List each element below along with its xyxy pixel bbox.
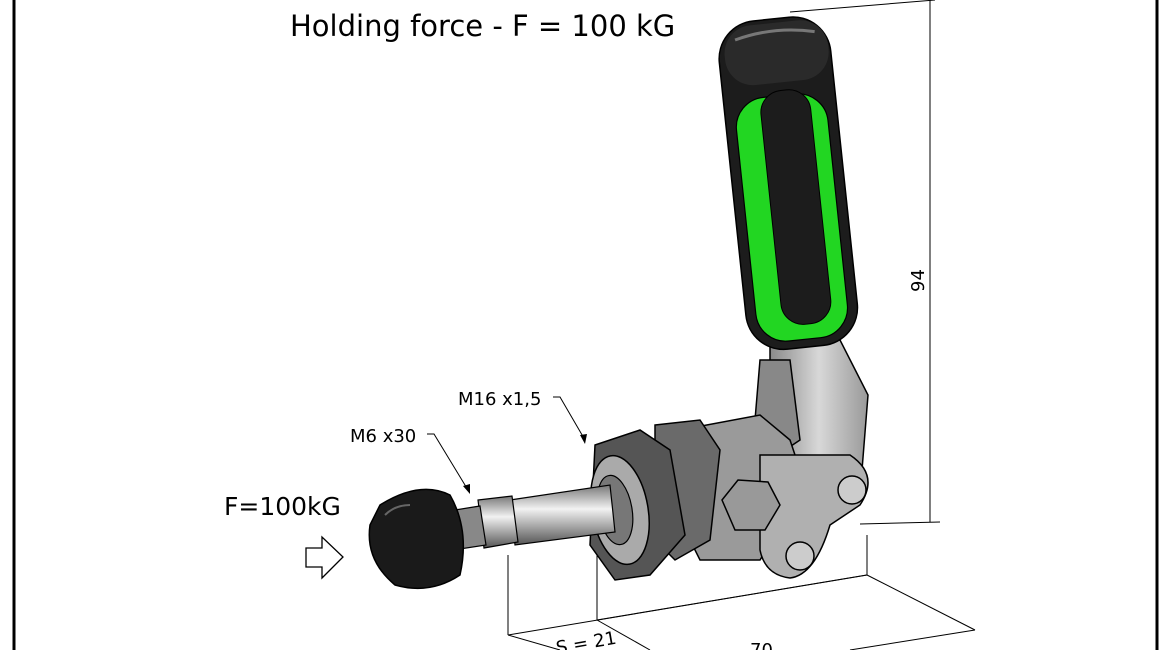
callout-m6: M6 x30 [350, 426, 416, 447]
force-label: F=100kG [224, 492, 341, 521]
callout-m16-leader [553, 396, 586, 441]
dimension-stroke-label: S = 21 [554, 628, 618, 650]
title: Holding force - F = 100 kG [290, 9, 675, 43]
dimension-height: 94 [789, 0, 941, 525]
hex-bolt [721, 479, 781, 531]
callout-m16: M16 x1,5 [458, 389, 541, 410]
force-arrow-icon [305, 535, 344, 580]
dimension-length-label: 70 [750, 640, 773, 650]
rubber-tip [368, 488, 465, 590]
handle-grip [718, 16, 859, 351]
callout-m6-leader [427, 433, 469, 491]
dimension-height-label: 94 [908, 269, 929, 292]
